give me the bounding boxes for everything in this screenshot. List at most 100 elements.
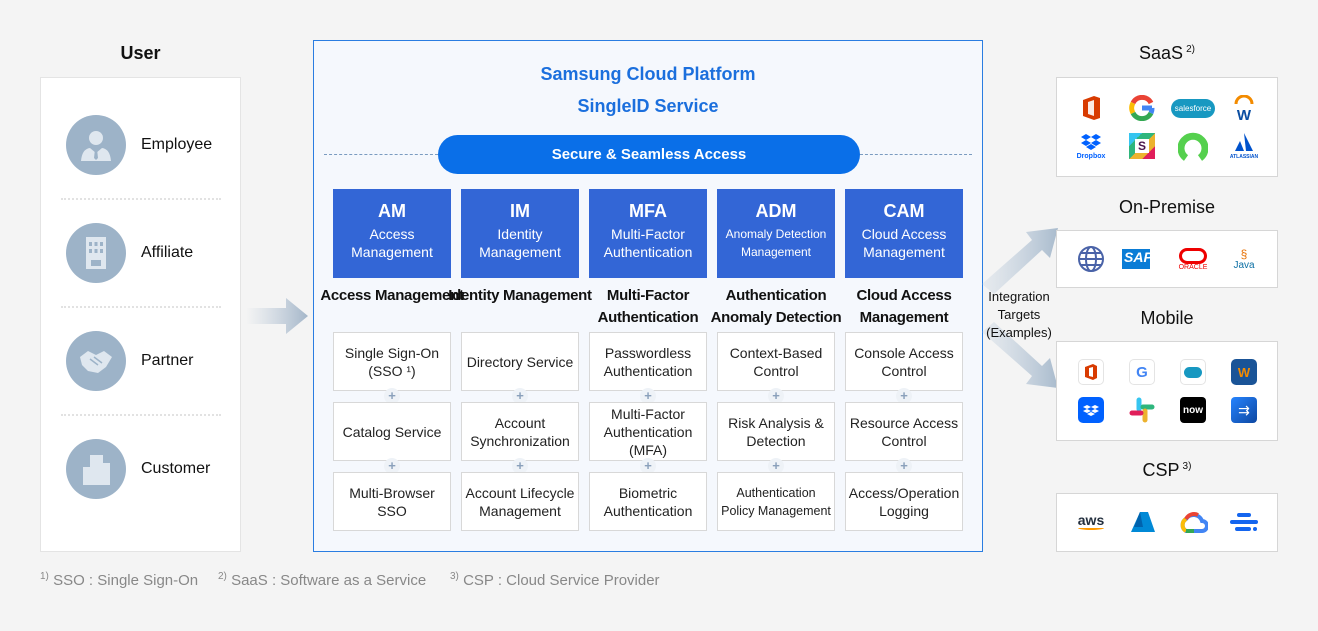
google-logo-part bbox=[1130, 95, 1154, 105]
module-label: Authentication Anomaly Detection bbox=[710, 287, 842, 326]
java-logo-part: Java bbox=[1233, 259, 1255, 271]
microsoft-office-app-logo-part bbox=[1089, 367, 1093, 377]
samsung-cloud-platform-logo-part bbox=[1230, 513, 1258, 531]
atlassian-logo-icon: ATLASSIAN bbox=[1224, 130, 1264, 162]
module-abbr: MFA bbox=[629, 201, 667, 221]
plus-icon: + bbox=[768, 388, 784, 404]
footnote-num: 3) bbox=[450, 571, 459, 582]
feature-box: Passwordless Authentication bbox=[589, 332, 707, 391]
platform-title: Samsung Cloud Platform bbox=[540, 64, 756, 84]
module-header-adm: ADM Anomaly Detection Management bbox=[717, 189, 835, 278]
microsoft-office-app-logo-icon bbox=[1071, 356, 1111, 388]
module-abbr: ADM bbox=[755, 201, 797, 221]
module-full-name: Access Management bbox=[351, 226, 433, 260]
module-full-name: Identity Management bbox=[479, 226, 561, 260]
user-label: Employee bbox=[141, 136, 213, 153]
google-cloud-logo-part bbox=[1180, 512, 1208, 533]
module-header-cam: CAM Cloud Access Management bbox=[845, 189, 963, 278]
feature-box: Account Lifecycle Management bbox=[461, 472, 579, 531]
oracle-logo-icon: ORACLE bbox=[1173, 243, 1213, 275]
oracle-logo-part: ORACLE bbox=[1178, 247, 1208, 271]
user-label: Customer bbox=[141, 460, 211, 477]
jira-app-logo-icon: ⇉ bbox=[1224, 394, 1264, 426]
dropbox-logo-part bbox=[1081, 133, 1101, 150]
dropbox-app-logo-part bbox=[1083, 404, 1099, 416]
module-label: Cloud Access Management bbox=[856, 287, 952, 326]
google-cloud-logo-icon bbox=[1173, 506, 1213, 538]
user-panel: Employee Affiliate Partner Customer bbox=[40, 77, 241, 552]
java-logo-part: § bbox=[1240, 246, 1248, 261]
salesforce-app-logo-part bbox=[1180, 359, 1206, 385]
saas-title-text: SaaS bbox=[1139, 43, 1184, 63]
plus-icon: + bbox=[640, 388, 656, 404]
google-app-logo-part: G bbox=[1129, 359, 1155, 385]
google-logo-part bbox=[1129, 95, 1155, 121]
module-full-name: Multi-Factor Authentication bbox=[603, 226, 693, 260]
divider bbox=[860, 154, 972, 155]
footnote-csp: 3) CSP : Cloud Service Provider bbox=[450, 571, 660, 589]
feature-box: Single Sign-On (SSO ¹) bbox=[333, 332, 451, 391]
google-logo-part bbox=[1148, 107, 1155, 115]
user-employee: Employee bbox=[66, 114, 236, 176]
footnote-text: SaaS : Software as a Service bbox=[231, 572, 427, 589]
feature-box: Account Synchronization bbox=[461, 402, 579, 461]
module-abbr: AM bbox=[378, 201, 406, 221]
sap-logo-icon: SAP bbox=[1122, 243, 1162, 275]
salesforce-app-logo-part bbox=[1184, 366, 1202, 378]
slack-app-logo-part bbox=[1129, 397, 1155, 423]
feature-box: Console Access Control bbox=[845, 332, 963, 391]
google-logo-part bbox=[1129, 101, 1136, 115]
globe-web-logo-part bbox=[1078, 246, 1104, 272]
oracle-logo-part: ORACLE bbox=[1178, 263, 1208, 271]
dropbox-logo-part: Dropbox bbox=[1076, 152, 1106, 160]
okta-like-logo-part bbox=[1178, 132, 1208, 161]
divider bbox=[61, 306, 221, 308]
building-icon bbox=[66, 223, 126, 283]
plus-icon: + bbox=[896, 388, 912, 404]
atlassian-logo-part bbox=[1235, 133, 1253, 151]
google-logo-part bbox=[1130, 111, 1154, 121]
footnote-ref: 2) bbox=[1186, 44, 1195, 55]
atlassian-logo-part: ATLASSIAN bbox=[1230, 132, 1258, 160]
samsung-cloud-platform-logo-part bbox=[1253, 527, 1257, 531]
feature-box: Authentication Policy Management bbox=[717, 472, 835, 531]
servicenow-app-logo-part: now bbox=[1180, 397, 1206, 423]
google-logo-icon bbox=[1122, 92, 1162, 124]
footnote-num: 1) bbox=[40, 571, 49, 582]
feature-box: Risk Analysis & Detection bbox=[717, 402, 835, 461]
footnote-num: 2) bbox=[218, 571, 227, 582]
jira-app-logo-part: ⇉ bbox=[1231, 397, 1257, 423]
module-label: Access Management bbox=[320, 287, 464, 304]
plus-icon: + bbox=[896, 458, 912, 474]
employee-icon bbox=[66, 115, 126, 175]
samsung-cloud-platform-logo-icon bbox=[1224, 506, 1264, 538]
workday-logo-part: W bbox=[1234, 95, 1254, 121]
azure-logo-part bbox=[1131, 512, 1155, 532]
feature-box: Multi-Factor Authentication (MFA) bbox=[589, 402, 707, 461]
onprem-logos-box: SAP ORACLE §Java bbox=[1056, 230, 1278, 288]
java-logo-icon: §Java bbox=[1224, 243, 1264, 275]
dropbox-logo-part bbox=[1081, 133, 1101, 150]
slack-logo-icon: S bbox=[1122, 130, 1162, 162]
footnote-text: CSP : Cloud Service Provider bbox=[463, 572, 660, 589]
servicenow-app-logo-icon: now bbox=[1173, 394, 1213, 426]
footnote-saas: 2) SaaS : Software as a Service bbox=[218, 571, 426, 589]
microsoft-office-app-logo-part bbox=[1078, 359, 1104, 385]
microsoft-office-app-logo-part bbox=[1085, 364, 1097, 380]
workday-app-logo-part: W bbox=[1231, 359, 1257, 385]
azure-logo-part bbox=[1134, 512, 1143, 527]
workday-logo-part bbox=[1234, 95, 1254, 105]
dropbox-app-logo-icon bbox=[1071, 394, 1111, 426]
footnote-text: SSO : Single Sign-On bbox=[53, 572, 199, 589]
singleid-service-panel: Samsung Cloud Platform SingleID Service … bbox=[313, 40, 983, 552]
integration-label: Integration Targets (Examples) bbox=[986, 289, 1052, 340]
feature-box: Catalog Service bbox=[333, 402, 451, 461]
plus-icon: + bbox=[512, 388, 528, 404]
module-full-name: Anomaly Detection Management bbox=[725, 227, 827, 259]
google-cloud-logo-part bbox=[1184, 512, 1199, 521]
okta-like-logo-icon bbox=[1173, 130, 1213, 162]
integration-arrows-icon bbox=[982, 228, 1058, 388]
module-header-am: AM Access Management bbox=[333, 189, 451, 278]
